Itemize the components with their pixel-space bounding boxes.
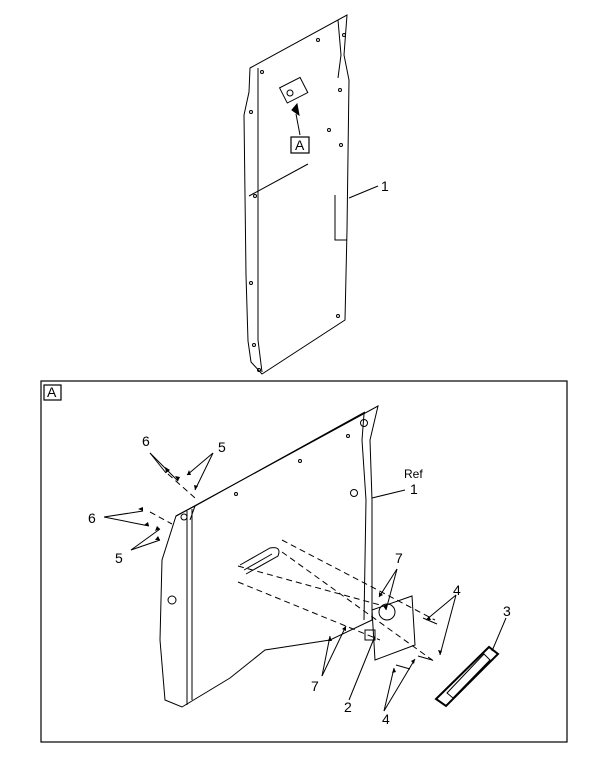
- switch-bracket: [364, 595, 416, 661]
- callout-washers-upper: 6: [142, 433, 150, 449]
- detail-tag-bottom: A: [47, 384, 57, 400]
- detail-tag-box-top: [290, 136, 310, 154]
- detail-frame: [40, 380, 568, 743]
- callout-nuts-lower: 5: [115, 550, 123, 566]
- callout-panel: 1: [381, 178, 389, 194]
- panel-holes: [249, 33, 346, 372]
- leader-lines: [103, 452, 507, 712]
- side-panel-overview: [243, 14, 379, 375]
- alignment-lines: [149, 473, 436, 663]
- arrowheads: [138, 467, 442, 673]
- callout-inserts-upper: 7: [395, 550, 403, 566]
- callout-switch: 2: [344, 699, 352, 715]
- detail-tag-top: A: [295, 137, 305, 153]
- callout-ref-word: Ref: [404, 467, 423, 481]
- callout-screws-lower: 4: [382, 711, 390, 727]
- callout-washers-lower: 6: [88, 510, 96, 526]
- bezel: [434, 645, 500, 708]
- callout-ref-panel: 1: [410, 481, 418, 497]
- callout-screws-upper: 4: [453, 582, 461, 598]
- side-panel-detail: [159, 405, 379, 708]
- callout-nuts-upper: 5: [218, 439, 226, 455]
- callout-inserts-lower: 7: [311, 678, 319, 694]
- detail-tag-box-bottom: [43, 384, 62, 401]
- callout-bezel: 3: [503, 603, 511, 619]
- screws: [395, 617, 438, 670]
